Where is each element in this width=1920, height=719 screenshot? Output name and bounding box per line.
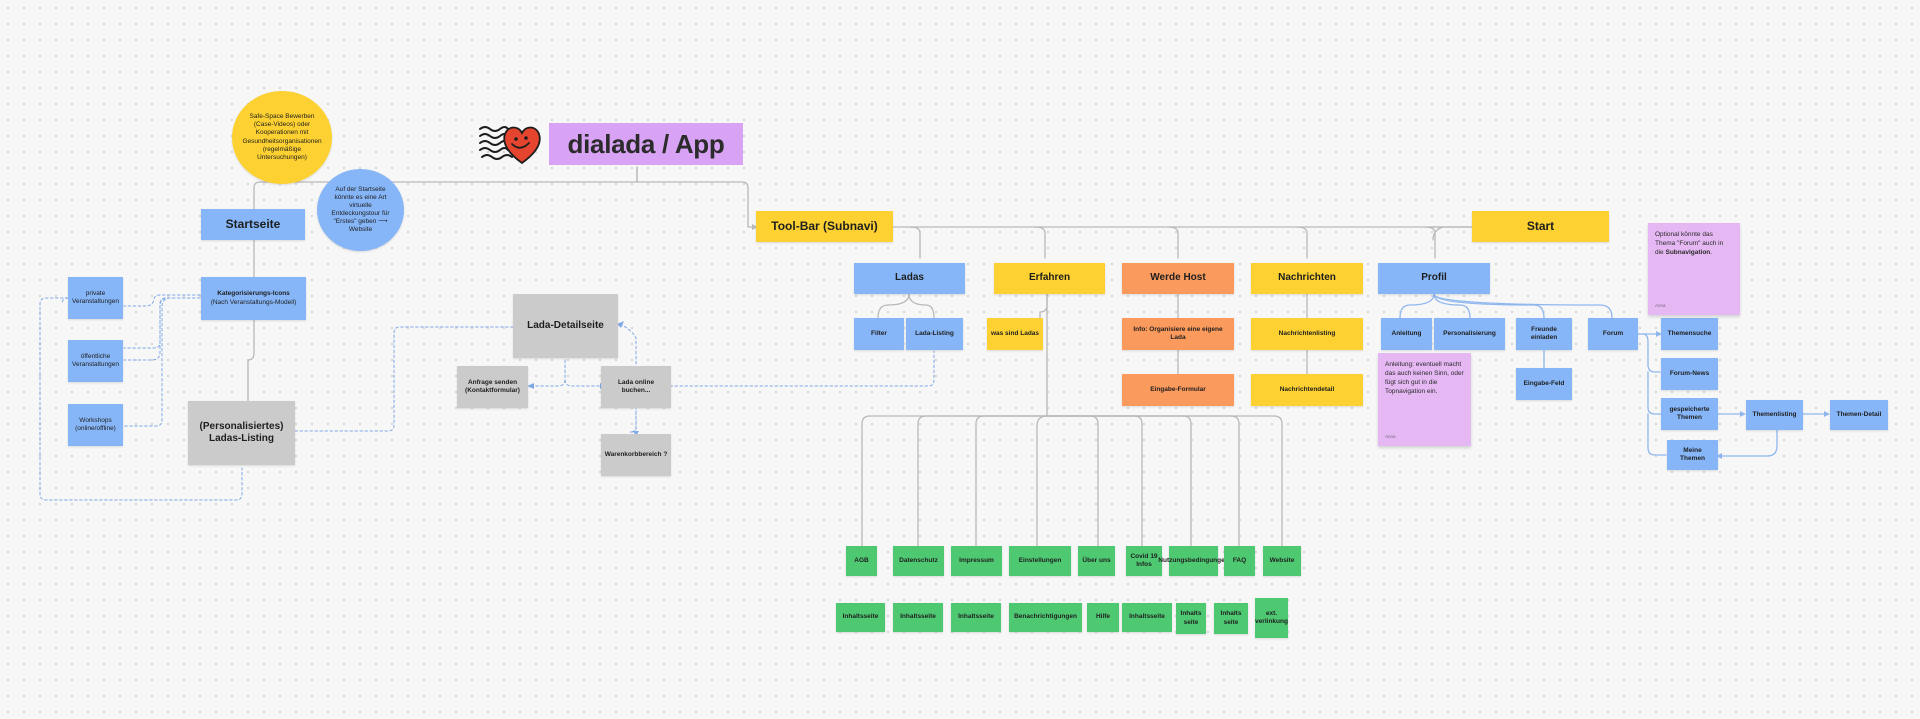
node-covid-infos[interactable]: Covid 19 Infos (1126, 546, 1162, 576)
node-lada-online-buchen[interactable]: Lada online buchen... (601, 366, 671, 408)
note-forum-subnavigation[interactable]: Optional könnte das Thema "Forum" auch i… (1648, 223, 1740, 315)
kategorie-label: Kategorisierungs-Icons (217, 290, 290, 298)
node-forum[interactable]: Forum (1588, 318, 1638, 350)
node-website[interactable]: Website (1263, 546, 1301, 576)
node-inhaltsseite-datenschutz[interactable]: Inhaltsseite (893, 603, 943, 632)
node-anleitung[interactable]: Anleitung (1381, 318, 1432, 350)
node-ext-verlinkung[interactable]: ext. verlinkung (1255, 598, 1288, 638)
node-inhaltsseite-nutzung[interactable]: Inhalts seite (1176, 603, 1206, 634)
node-faq[interactable]: FAQ (1224, 546, 1255, 576)
node-inhaltsseite-impressum[interactable]: Inhaltsseite (951, 603, 1001, 632)
node-kategorisierungs-icons[interactable]: Kategorisierungs-Icons (Nach Veranstaltu… (201, 277, 306, 320)
node-startseite[interactable]: Startseite (201, 209, 305, 240)
note-anleitung-text: Anleitung: eventuell macht das auch kein… (1385, 361, 1464, 396)
page-title: dialada / App (549, 123, 743, 165)
node-eingabe-feld[interactable]: Eingabe-Feld (1516, 368, 1572, 400)
node-workshops[interactable]: Workshops (online/offline) (68, 404, 123, 446)
note-author: Anna (1385, 433, 1396, 439)
node-nutzungsbedingungen[interactable]: Nutzungsbedingungen (1158, 546, 1229, 576)
note-forum-text-suffix: . (1710, 249, 1713, 257)
node-warenkorbbereich[interactable]: Warenkorbbereich ? (601, 434, 671, 476)
node-forum-news[interactable]: Forum-News (1661, 358, 1718, 390)
node-einstellungen[interactable]: Einstellungen (1009, 546, 1071, 576)
node-anfrage-senden[interactable]: Anfrage senden (Kontaktformular) (457, 366, 528, 408)
node-themen-detail[interactable]: Themen-Detail (1830, 400, 1888, 430)
node-toolbar-subnavi[interactable]: Tool-Bar (Subnavi) (756, 211, 893, 242)
node-erfahren[interactable]: Erfahren (994, 263, 1105, 294)
node-personalisierung[interactable]: Personalisierung (1434, 318, 1505, 350)
node-nachrichten[interactable]: Nachrichten (1251, 263, 1363, 294)
node-private-veranstaltungen[interactable]: private Veranstaltungen (68, 277, 123, 319)
node-ladas-listing[interactable]: (Personalisiertes) Ladas-Listing (188, 401, 295, 465)
node-info-organisiere[interactable]: Info: Organisiere eine eigene Lada (1122, 318, 1234, 350)
node-meine-themen[interactable]: Meine Themen (1667, 440, 1718, 470)
node-freunde-einladen[interactable]: Freunde einladen (1516, 318, 1572, 350)
heart-smiley-logo-icon (478, 119, 544, 167)
node-start[interactable]: Start (1472, 211, 1609, 242)
node-themenlisting[interactable]: Themenlisting (1746, 400, 1803, 430)
node-agb[interactable]: AGB (846, 546, 877, 576)
node-ueber-uns[interactable]: Über uns (1078, 546, 1115, 576)
kategorie-sublabel: (Nach Veranstaltungs-Modell) (210, 298, 297, 306)
node-werde-host[interactable]: Werde Host (1122, 263, 1234, 294)
node-hilfe[interactable]: Hilfe (1087, 603, 1119, 632)
note-forum-text-prefix: Optional könnte das Thema "Forum" auch i… (1655, 231, 1724, 257)
node-lada-listing[interactable]: Lada-Listing (906, 318, 963, 350)
node-nachrichtendetail[interactable]: Nachrichtendetail (1251, 374, 1363, 406)
node-inhaltsseite-faq[interactable]: Inhalts seite (1214, 603, 1248, 634)
note-anleitung[interactable]: Anleitung: eventuell macht das auch kein… (1378, 353, 1471, 446)
node-gespeicherte-themen[interactable]: gespeicherte Themen (1661, 398, 1718, 430)
node-lada-detailseite[interactable]: Lada-Detailseite (513, 294, 618, 358)
node-datenschutz[interactable]: Datenschutz (893, 546, 944, 576)
node-eingabe-formular[interactable]: Eingabe-Formular (1122, 374, 1234, 406)
node-was-sind-ladas[interactable]: was sind Ladas (987, 318, 1043, 350)
node-inhaltsseite-agb[interactable]: Inhaltsseite (836, 603, 885, 632)
startseite-tour-bubble[interactable]: Auf der Startseite könnte es eine Art vi… (317, 169, 404, 251)
safe-space-bubble[interactable]: Safe-Space Bewerben (Case-Videos) oder K… (232, 91, 332, 184)
node-themensuche[interactable]: Themensuche (1661, 318, 1718, 350)
node-ladas[interactable]: Ladas (854, 263, 965, 294)
node-oeffentliche-veranstaltungen[interactable]: öffentliche Veranstaltungen (68, 340, 123, 382)
node-inhaltsseite-covid[interactable]: Inhaltsseite (1122, 603, 1172, 632)
note-author: Anna (1655, 302, 1666, 308)
note-forum-text-bold: Subnavigation (1665, 249, 1711, 257)
node-nachrichtenlisting[interactable]: Nachrichtenlisting (1251, 318, 1363, 350)
node-benachrichtigungen[interactable]: Benachrichtigungen (1009, 603, 1082, 632)
node-profil[interactable]: Profil (1378, 263, 1490, 294)
node-filter[interactable]: Filter (854, 318, 904, 350)
node-impressum[interactable]: Impressum (951, 546, 1002, 576)
